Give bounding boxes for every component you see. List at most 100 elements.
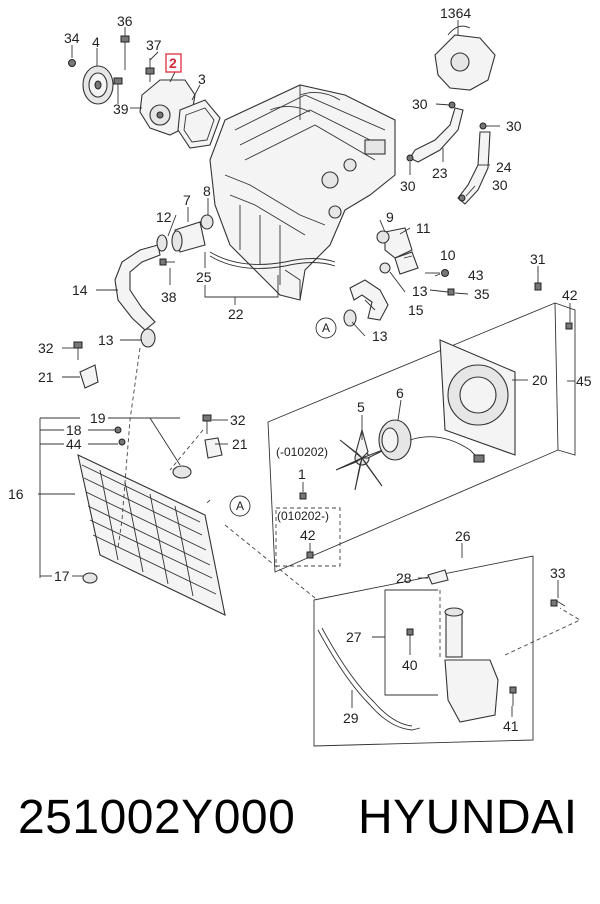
hose-24-illustration (457, 131, 491, 205)
nut-1-illustration (299, 492, 307, 500)
gasket-9-illustration (376, 230, 390, 244)
callout-3: 3 (198, 71, 206, 87)
variant-note-before: (-010202) (276, 445, 328, 459)
clamp-12-illustration (156, 234, 168, 252)
screw-41-illustration (509, 686, 517, 706)
bolt-36-illustration (120, 35, 130, 70)
bolt-32-left-illustration (73, 341, 83, 360)
callout-32-b: 32 (230, 412, 246, 428)
bracket-21-left-illustration (79, 364, 99, 389)
bolt-33-illustration (550, 599, 566, 607)
water-pump-pulley-illustration (82, 65, 114, 105)
callout-4: 4 (92, 34, 100, 50)
part-number-label: 251002Y000 (18, 791, 296, 844)
callout-11: 11 (416, 220, 431, 236)
hose-23-illustration (409, 107, 464, 163)
bolt-39-illustration (113, 77, 123, 104)
engine-block-illustration (209, 84, 396, 301)
callout-33: 33 (550, 565, 566, 581)
callout-13-b: 13 (372, 328, 388, 344)
parts-diagram: 1364 36 34 4 37 2 3 39 30 30 30 30 23 24… (8, 5, 592, 747)
callout-5: 5 (357, 399, 365, 415)
callout-38: 38 (161, 289, 177, 305)
callout-35: 35 (474, 286, 490, 302)
callout-32-a: 32 (38, 340, 54, 356)
cap-28-illustration (427, 569, 449, 585)
callout-42-a: 42 (562, 287, 578, 303)
callout-36: 36 (117, 13, 133, 29)
clamp-13-illustration (140, 328, 156, 348)
callout-15: 15 (408, 302, 424, 318)
variant-box-after (275, 507, 341, 567)
bolt-43-illustration (425, 269, 449, 277)
callout-16: 16 (8, 486, 24, 502)
callout-30-c: 30 (400, 178, 416, 194)
callout-43: 43 (468, 267, 484, 283)
callout-20: 20 (532, 372, 548, 388)
hose-14-illustration (114, 244, 161, 331)
callout-6: 6 (396, 385, 404, 401)
clip-18-44-illustration (114, 426, 126, 446)
callout-31: 31 (530, 251, 546, 267)
callout-1364: 1364 (440, 5, 471, 21)
callout-29: 29 (343, 710, 359, 726)
fitting-7-illustration (171, 221, 206, 253)
callout-17: 17 (54, 568, 70, 584)
callout-39: 39 (113, 101, 129, 117)
callout-42-b: 42 (300, 527, 316, 543)
callout-37: 37 (146, 37, 162, 53)
hose-15-illustration (349, 279, 389, 321)
nut-42-lower-illustration (306, 551, 314, 559)
bolt-38-illustration (159, 258, 175, 266)
bolt-35-illustration (429, 288, 455, 296)
pipe-22-illustration (209, 251, 336, 269)
callout-2: 2 (169, 55, 177, 71)
callout-23: 23 (432, 165, 448, 181)
thermostat-housing-illustration (434, 25, 496, 91)
callout-27: 27 (346, 629, 362, 645)
callout-13-c: 13 (98, 332, 114, 348)
nut-42-upper-illustration (565, 322, 573, 330)
hose-29-illustration (317, 627, 421, 731)
gasket-13-illustration (379, 262, 391, 274)
callout-22: 22 (228, 306, 244, 322)
variant-note-after: (010202-) (277, 509, 329, 523)
callout-30-b: 30 (506, 118, 522, 134)
callout-41: 41 (503, 718, 519, 734)
reference-a-circle-bottom (229, 495, 251, 517)
callout-21-b: 21 (232, 436, 248, 452)
callout-13-a: 13 (412, 283, 428, 299)
clamp-13b-illustration (343, 309, 357, 327)
brand-label: HYUNDAI (358, 791, 578, 844)
fan-blade-5-illustration (335, 427, 389, 491)
callout-7: 7 (183, 192, 191, 208)
callout-26: 26 (455, 528, 471, 544)
dashed-reference-lines (117, 347, 581, 660)
part-caption: 251002Y000 HYUNDAI (0, 790, 600, 880)
drain-plug-17-illustration (82, 572, 98, 584)
nut-34-illustration (68, 59, 76, 67)
callout-14: 14 (72, 282, 88, 298)
radiator-illustration (77, 454, 226, 616)
fitting-10-illustration (394, 251, 419, 275)
water-pump-gasket-illustration (177, 99, 221, 149)
callout-25: 25 (196, 269, 212, 285)
callout-45: 45 (576, 373, 592, 389)
callout-a-top: A (322, 321, 330, 335)
bracket-21-right-illustration (204, 437, 223, 459)
callout-9: 9 (386, 209, 394, 225)
callout-30-a: 30 (412, 96, 428, 112)
callout-labels: 1364 36 34 4 37 2 3 39 30 30 30 30 23 24… (8, 5, 592, 734)
highlight-box-part-2 (165, 53, 182, 73)
screw-40-illustration (406, 628, 414, 648)
callout-44: 44 (66, 436, 82, 452)
gasket-8-illustration (200, 214, 214, 230)
fan-motor-6-illustration (378, 419, 485, 463)
outlet-11-illustration (384, 227, 413, 259)
callout-19: 19 (90, 410, 106, 426)
radiator-cap-19-illustration (172, 465, 192, 479)
callout-28: 28 (396, 570, 412, 586)
bolt-31-illustration (534, 270, 542, 291)
callout-34: 34 (64, 30, 80, 46)
bolt-37-illustration (145, 58, 155, 82)
